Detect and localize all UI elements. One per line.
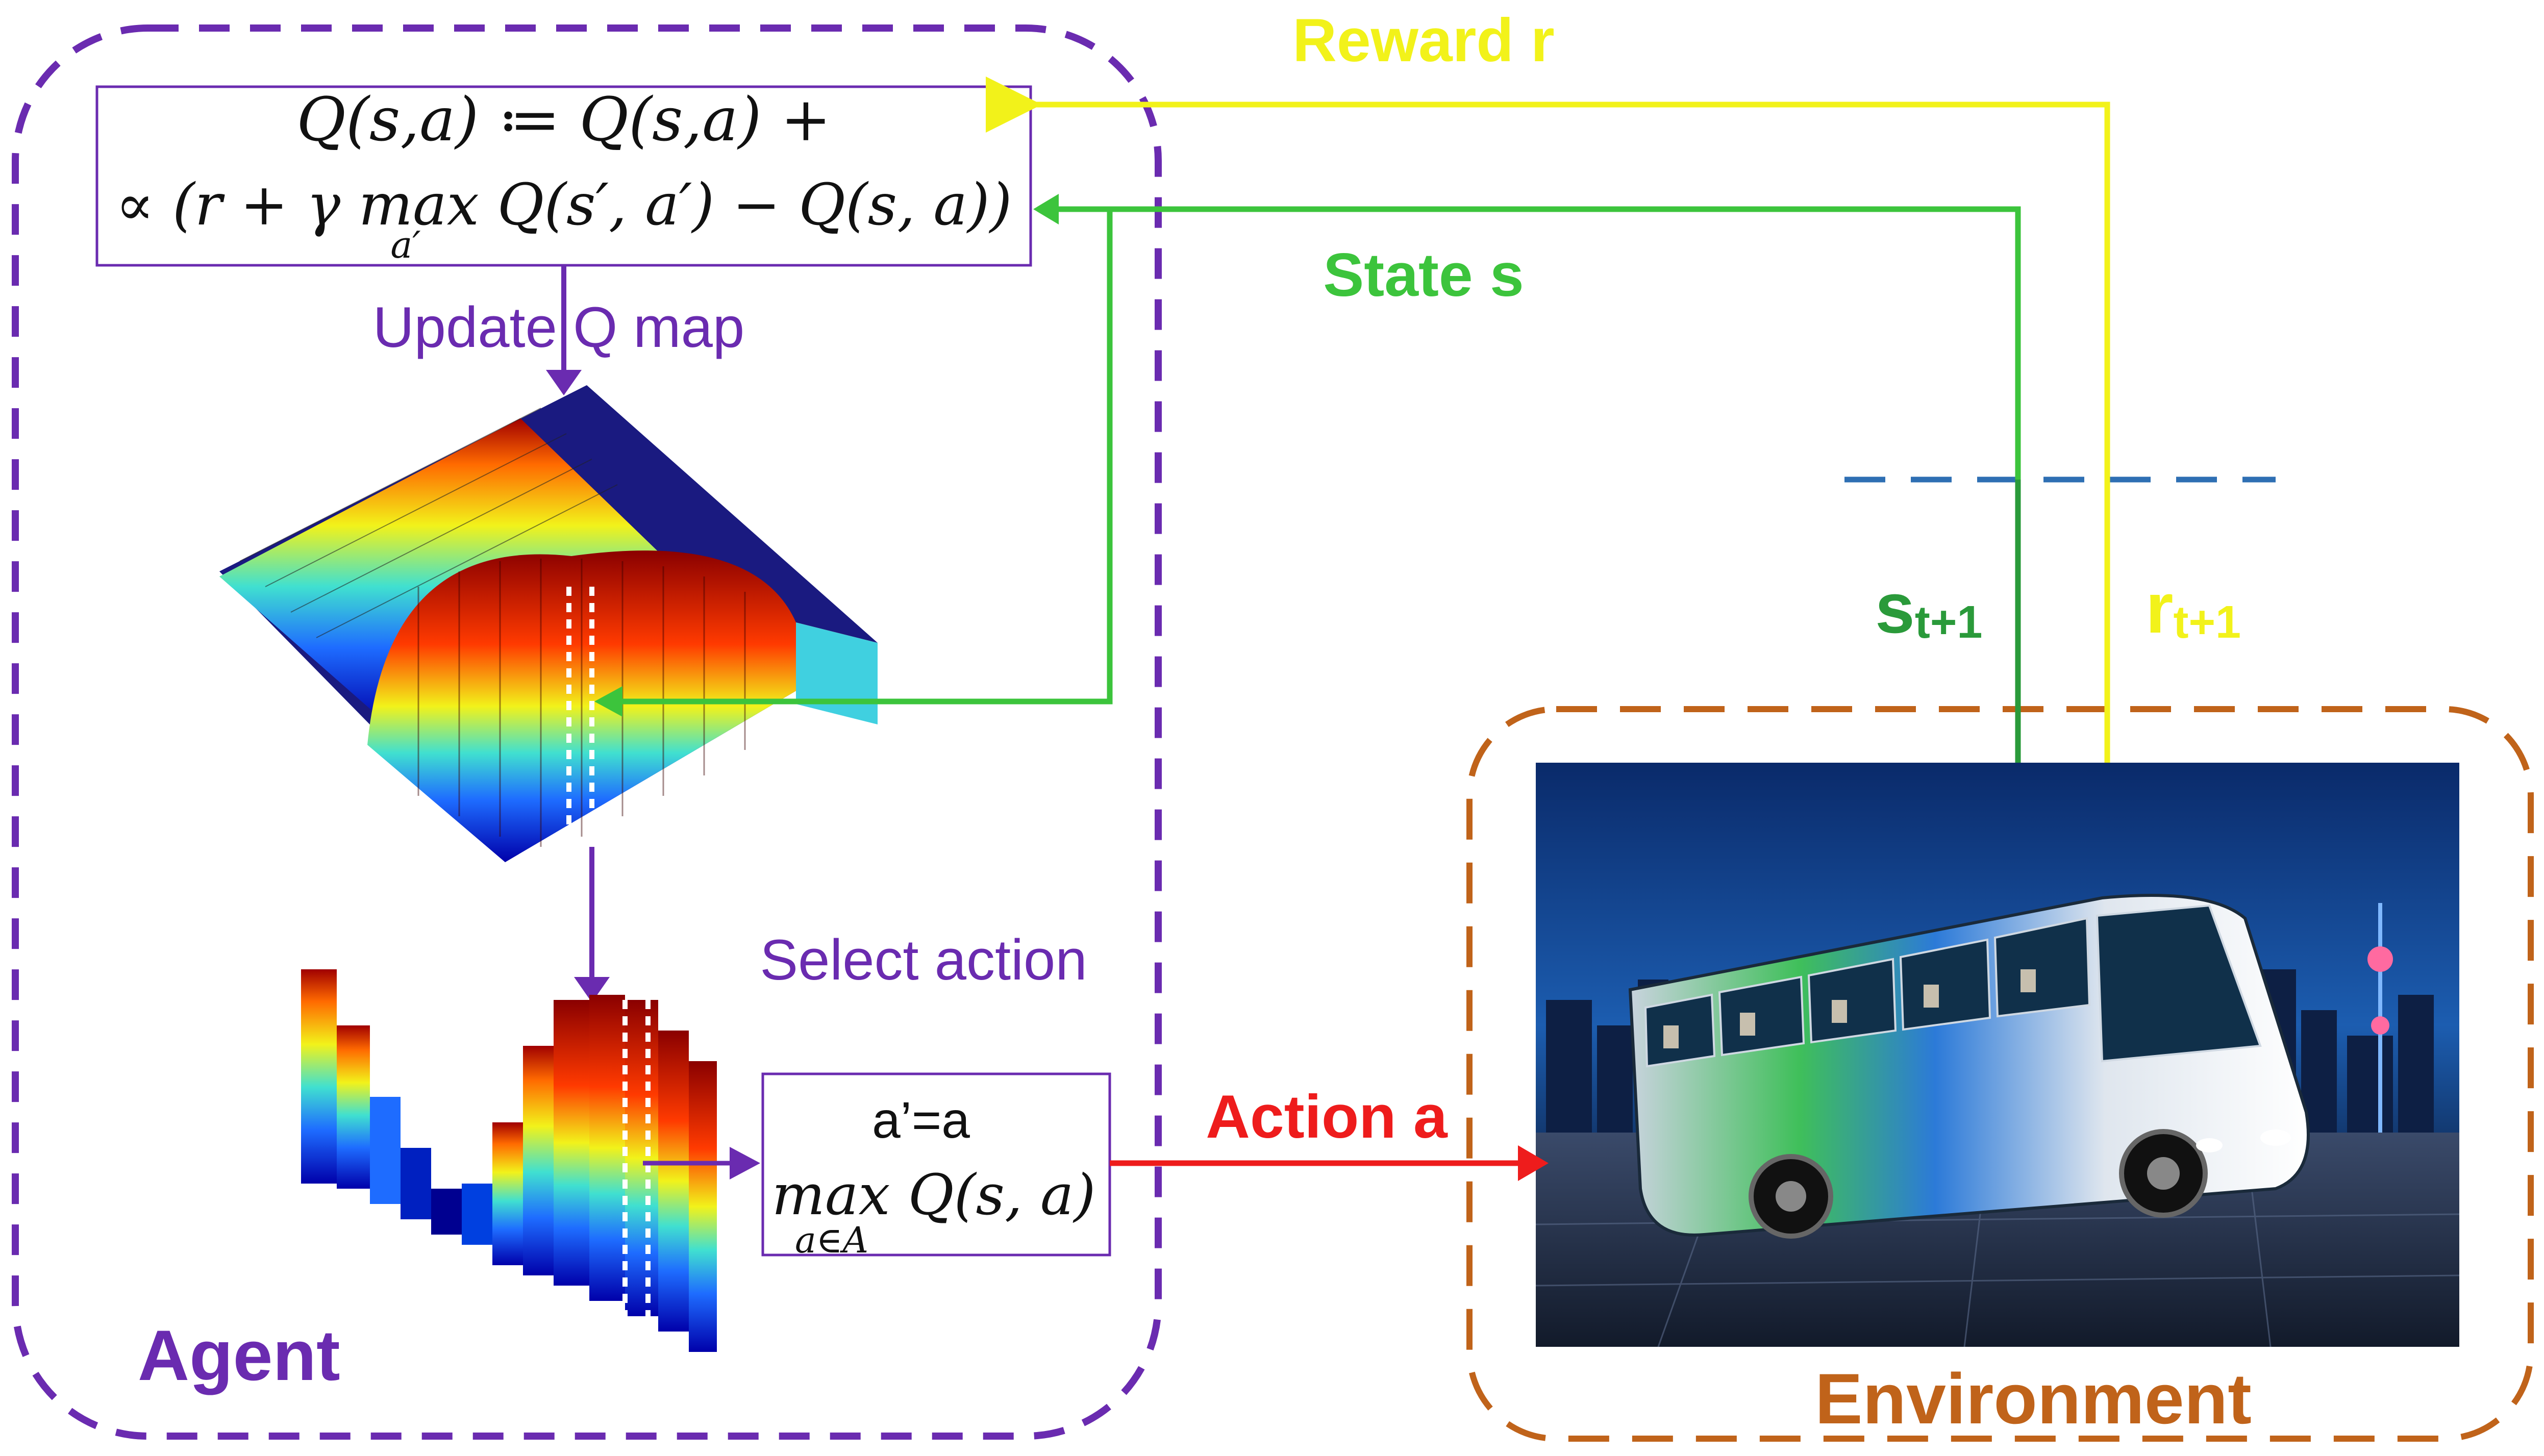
action-formula-subscript: a∈A xyxy=(795,1219,868,1261)
select-arrowhead xyxy=(574,977,610,1002)
action-arrowhead xyxy=(1518,1145,1549,1181)
action-formula-line2: max Q(s, a) xyxy=(772,1162,1096,1227)
agent-label: Agent xyxy=(138,1315,340,1395)
update-q-map-label: Update Q map xyxy=(373,295,744,359)
state-label: State s xyxy=(1323,241,1524,309)
environment-boundary xyxy=(1466,706,2534,1442)
agent-boundary xyxy=(12,24,1162,1440)
state-to-qmap-arrowhead xyxy=(594,686,622,717)
update-formula-line2: ∝ (r + γ max Q(s′, a′) − Q(s, a)) xyxy=(116,172,1012,238)
action-label: Action a xyxy=(1206,1083,1448,1151)
reward-label: Reward r xyxy=(1292,6,1555,74)
state-path xyxy=(1056,206,2021,480)
state-to-qmap-path xyxy=(617,209,1113,705)
state-to-formula-arrowhead xyxy=(1033,194,1059,224)
reward-path xyxy=(986,77,2110,763)
update-formula-line1: Q(s,a) ≔ Q(s,a) + xyxy=(296,84,831,155)
action-value-bars xyxy=(301,969,717,1352)
action-formula-line1: a’=a xyxy=(872,1092,970,1149)
s-next-label: st+1 xyxy=(1875,568,1982,648)
update-formula-subscript: a′ xyxy=(390,223,420,266)
environment-label: Environment xyxy=(1815,1359,2252,1439)
q-map-3d-chart xyxy=(219,385,878,862)
r-next-label: rt+1 xyxy=(2146,568,2241,648)
select-action-label: Select action xyxy=(760,928,1087,992)
bus-photo xyxy=(1535,763,2460,1347)
bars-to-formula-arrowhead xyxy=(730,1147,760,1179)
update-arrowhead xyxy=(546,370,582,395)
action-formula-box xyxy=(761,1072,1111,1257)
update-formula-box xyxy=(95,85,1032,267)
